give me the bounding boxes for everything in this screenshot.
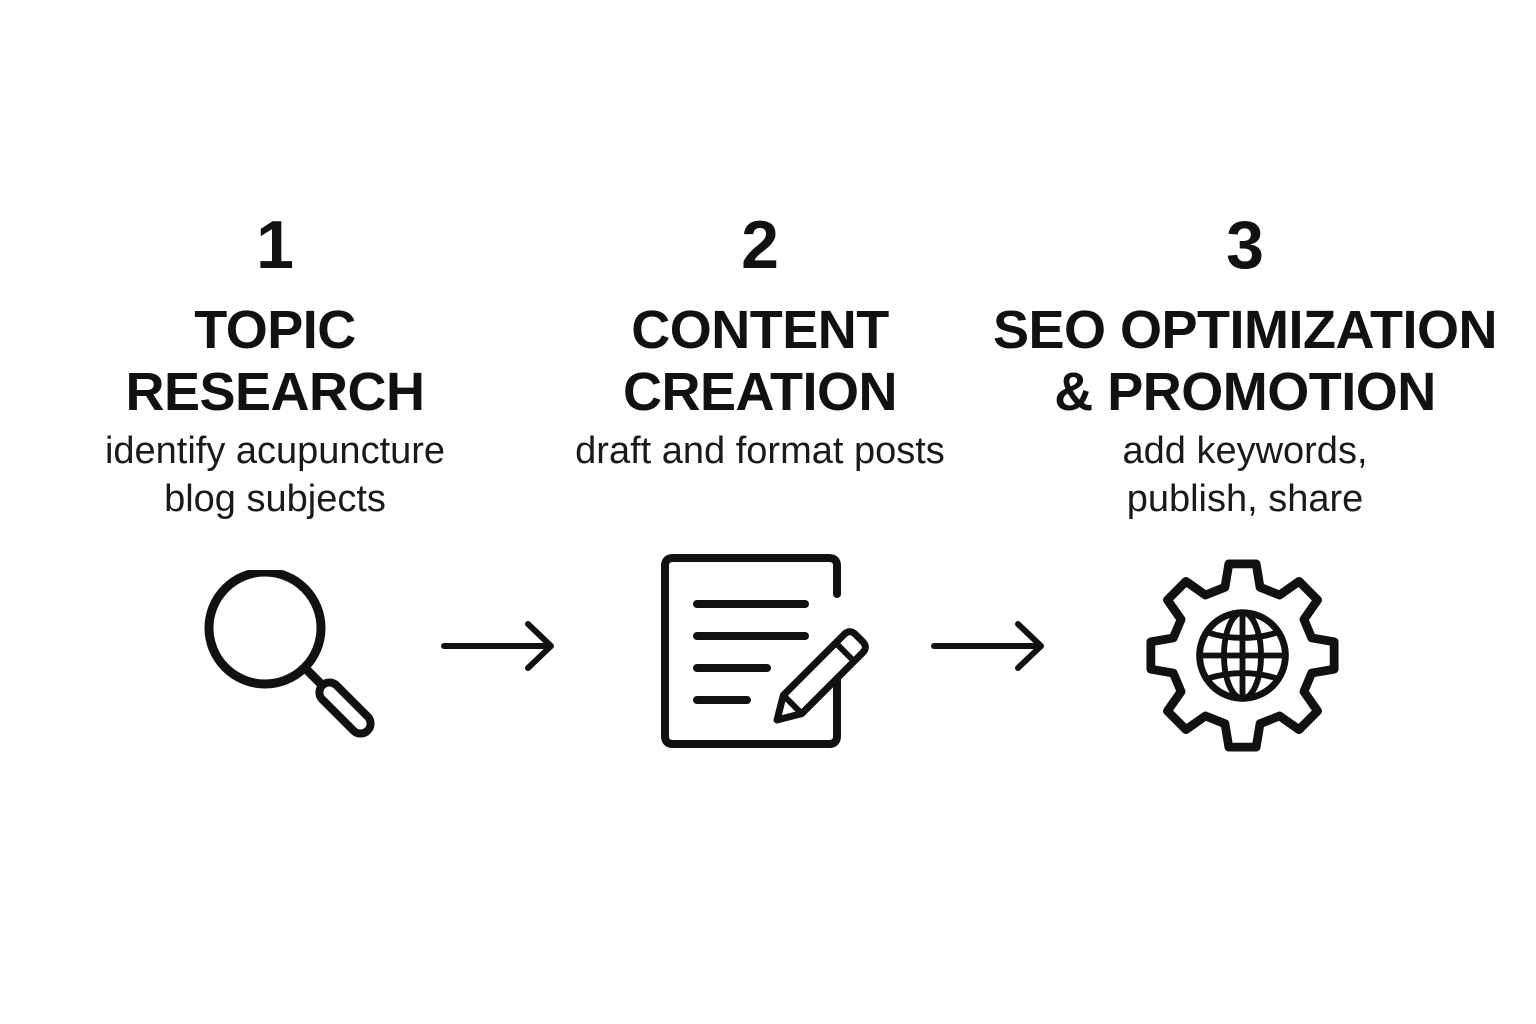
step-description-line: draft and format posts <box>575 430 945 472</box>
step-title-line: & PROMOTION <box>1054 362 1436 422</box>
step-title-line: RESEARCH <box>125 362 425 422</box>
step-title: CONTENT CREATION <box>545 299 975 423</box>
search-icon <box>204 570 375 738</box>
step-description-line: add keywords, <box>1122 430 1368 472</box>
step-topic-research: 1 TOPIC RESEARCH identify acupuncture bl… <box>60 205 490 523</box>
step-description: identify acupuncture blog subjects <box>60 427 490 523</box>
step-number: 2 <box>741 207 779 283</box>
step-description: add keywords, publish, share <box>985 427 1505 523</box>
arrow-right-icon <box>441 621 554 671</box>
step-content-creation: 2 CONTENT CREATION draft and format post… <box>545 205 975 475</box>
gear-globe-icon <box>1146 559 1339 752</box>
step-description-line: identify acupuncture <box>104 430 446 472</box>
step-title-line: TOPIC <box>194 300 356 360</box>
step-title-line: SEO OPTIMIZATION <box>993 300 1498 360</box>
step-title: SEO OPTIMIZATION & PROMOTION <box>985 299 1505 423</box>
step-description-line: blog subjects <box>164 478 386 520</box>
step-title-line: CREATION <box>623 362 898 422</box>
step-description-line: publish, share <box>1126 478 1364 520</box>
step-number: 3 <box>1226 207 1264 283</box>
step-description: draft and format posts <box>545 427 975 475</box>
step-seo-optimization-promotion: 3 SEO OPTIMIZATION & PROMOTION add keywo… <box>985 205 1505 523</box>
arrow-right-icon <box>931 621 1044 671</box>
step-title-line: CONTENT <box>631 300 889 360</box>
step-number: 1 <box>256 207 294 283</box>
step-title: TOPIC RESEARCH <box>60 299 490 423</box>
document-edit-icon <box>661 554 869 748</box>
